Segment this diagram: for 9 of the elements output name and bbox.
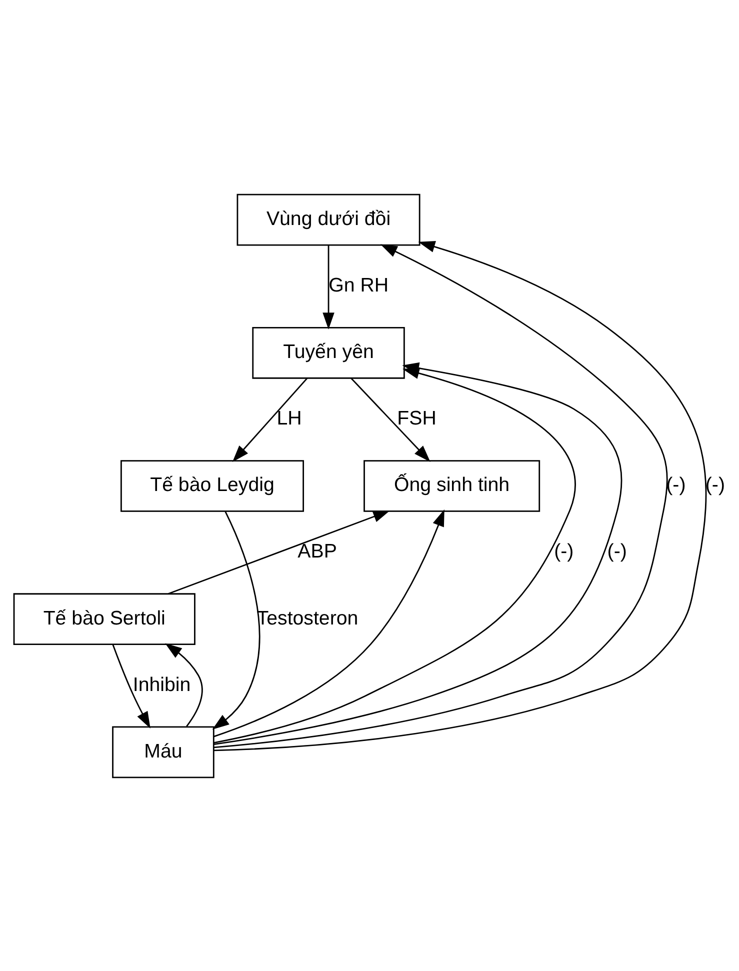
edge-label: (-) bbox=[554, 540, 574, 562]
edge-label: (-) bbox=[666, 474, 686, 496]
edge-label: (-) bbox=[607, 540, 627, 562]
edge-label: FSH bbox=[397, 407, 436, 430]
edge-label: (-) bbox=[705, 474, 725, 496]
edge-label: Gn RH bbox=[328, 274, 389, 296]
edge-label: LH bbox=[276, 407, 302, 430]
edge-label: ABP bbox=[298, 540, 337, 562]
edge-label: Inhibin bbox=[132, 673, 191, 696]
